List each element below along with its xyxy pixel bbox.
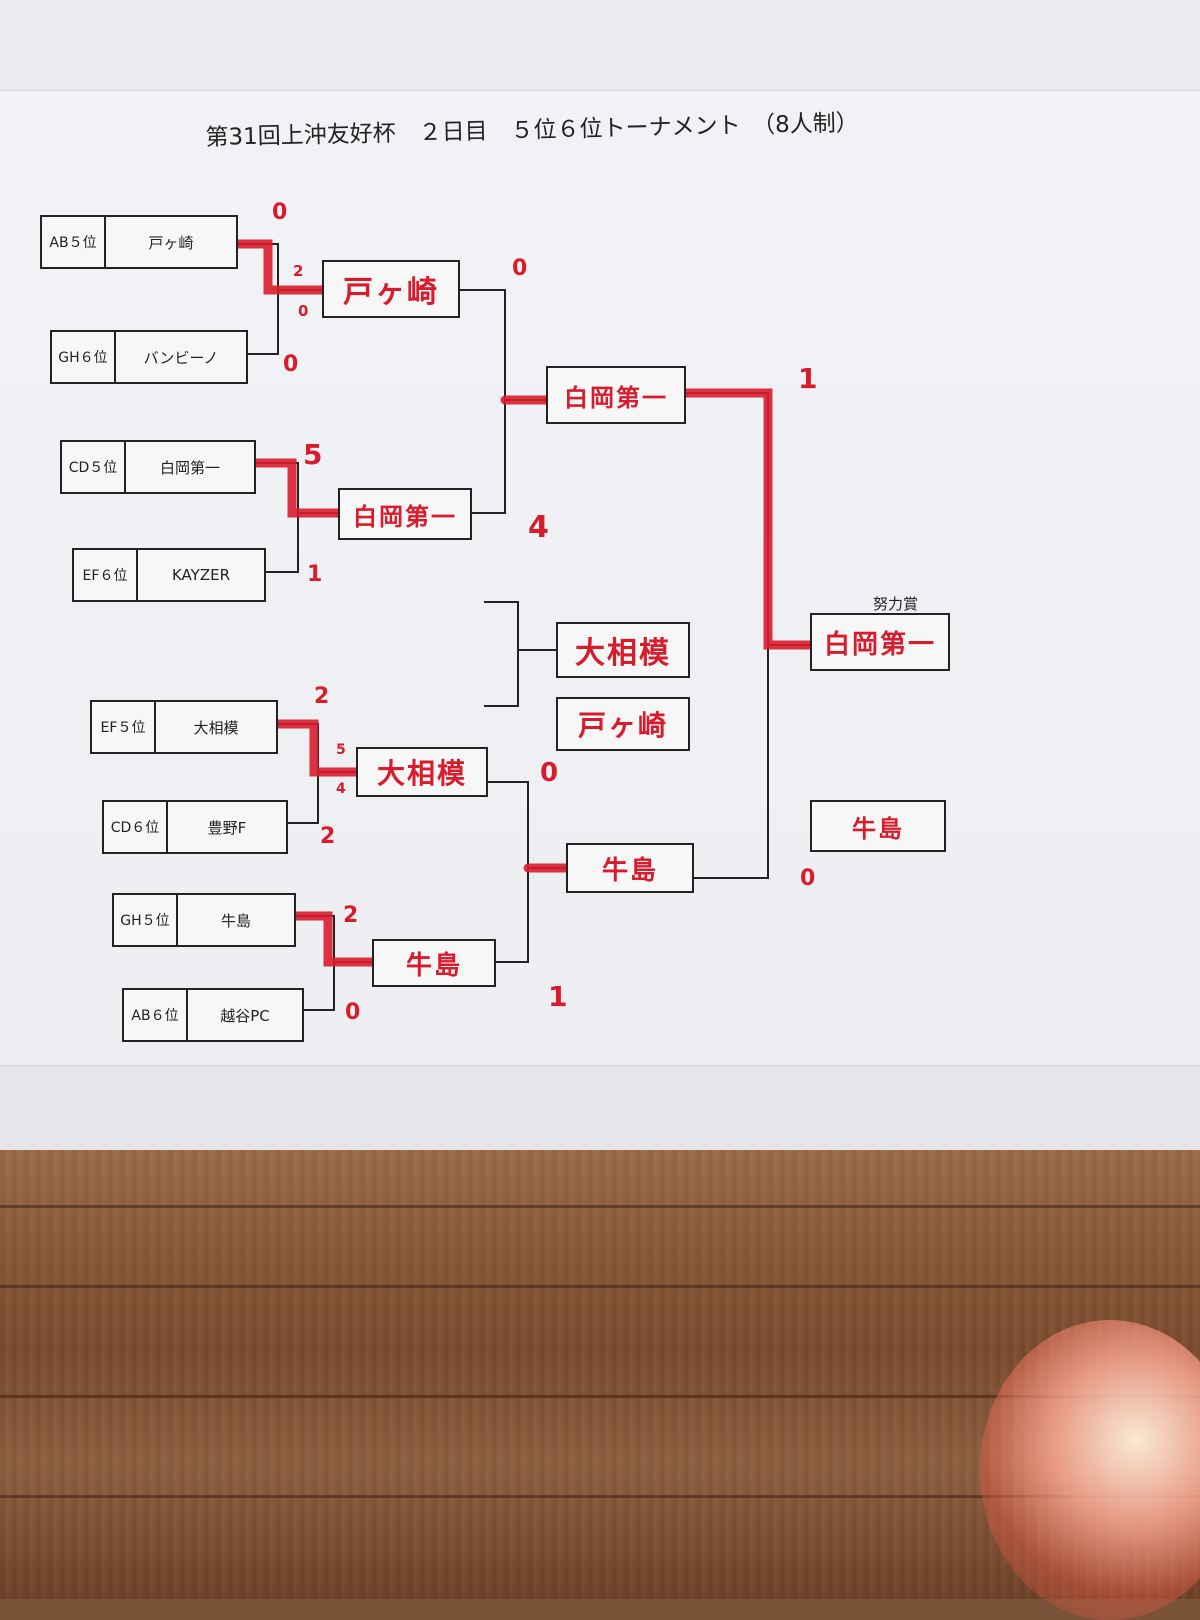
- team-name: バンビーノ: [143, 348, 219, 367]
- score: 1: [307, 562, 323, 587]
- score: 1: [798, 362, 818, 395]
- team-name: 牛島: [220, 911, 251, 930]
- score: 0: [800, 866, 816, 891]
- team-slot: EF５位 大相模: [90, 700, 278, 754]
- round3-winner-box: 牛島: [566, 843, 694, 893]
- team-slot: GH６位 バンビーノ: [50, 330, 248, 384]
- top-tape-strip: [0, 0, 1200, 91]
- score: 2: [343, 903, 359, 928]
- plank-seam: [0, 1285, 1200, 1288]
- pk-score: 4: [336, 781, 346, 797]
- pk-score: 2: [293, 262, 304, 280]
- team-slot: CD６位 豊野F: [102, 800, 288, 854]
- round2-winner-box: 白岡第一: [338, 488, 472, 540]
- score: 0: [512, 256, 528, 281]
- team-slot: AB５位 戸ヶ崎: [40, 215, 238, 269]
- consolation-box: 戸ヶ崎: [556, 697, 690, 751]
- pk-score: 0: [298, 302, 309, 320]
- seed-label: GH６位: [52, 332, 116, 382]
- score: 5: [303, 438, 323, 471]
- score: 2: [314, 684, 330, 709]
- team-name: 大相模: [193, 718, 239, 737]
- team-name: 戸ヶ崎: [148, 233, 194, 252]
- bracket-lines: [233, 239, 815, 1011]
- seed-label: CD６位: [104, 802, 168, 852]
- round3-winner-box: 白岡第一: [546, 366, 686, 424]
- team-name: KAYZER: [171, 566, 230, 584]
- score: 0: [540, 758, 559, 788]
- seed-label: AB６位: [124, 990, 188, 1040]
- bottom-tape-strip: [0, 1065, 1200, 1151]
- plank-seam: [0, 1495, 1200, 1498]
- plank-seam: [0, 1205, 1200, 1208]
- team-name: 豊野F: [207, 818, 247, 837]
- team-name: 越谷PC: [220, 1006, 270, 1025]
- score: 1: [548, 980, 568, 1013]
- round2-winner-box: 戸ヶ崎: [322, 260, 460, 318]
- team-slot: AB６位 越谷PC: [122, 988, 304, 1042]
- seed-label: GH５位: [114, 895, 178, 945]
- final-second-box: 牛島: [810, 800, 946, 852]
- round2-winner-box: 大相模: [356, 747, 488, 797]
- light-glare: [980, 1320, 1200, 1620]
- score: 4: [528, 510, 549, 545]
- team-slot: EF６位 KAYZER: [72, 548, 266, 602]
- score: 0: [283, 352, 299, 377]
- final-winner-box: 白岡第一: [810, 613, 950, 671]
- seed-label: EF６位: [74, 550, 138, 600]
- team-name: 白岡第一: [159, 458, 220, 477]
- plank-seam: [0, 1395, 1200, 1398]
- score: 0: [272, 200, 288, 225]
- score: 0: [345, 1000, 361, 1025]
- round2-winner-box: 牛島: [372, 939, 496, 987]
- award-label: 努力賞: [873, 595, 919, 613]
- team-slot: CD５位 白岡第一: [60, 440, 256, 494]
- seed-label: CD５位: [62, 442, 126, 492]
- team-slot: GH５位 牛島: [112, 893, 296, 947]
- seed-label: AB５位: [42, 217, 106, 267]
- pk-score: 5: [336, 742, 346, 758]
- score: 2: [320, 824, 336, 849]
- seed-label: EF５位: [92, 702, 156, 752]
- consolation-box: 大相模: [556, 622, 690, 678]
